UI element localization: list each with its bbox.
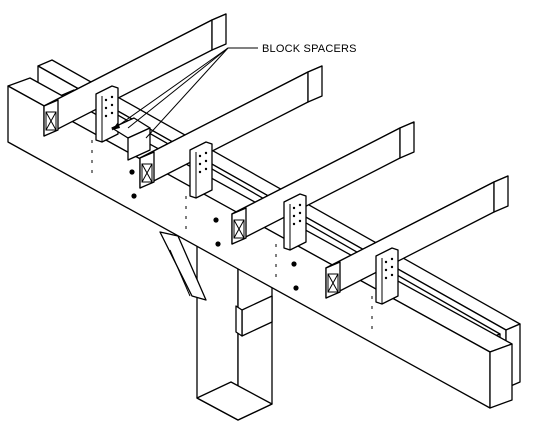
callout-label: BLOCK SPACERS xyxy=(262,43,357,55)
knee-brace xyxy=(159,231,207,301)
joist-4 xyxy=(325,175,509,299)
block-spacer-4 xyxy=(375,247,399,305)
inner-block xyxy=(111,117,151,161)
post-tenon xyxy=(235,295,273,337)
joist-2 xyxy=(139,65,323,189)
post xyxy=(196,239,273,421)
block-spacer-3 xyxy=(283,193,307,251)
block-spacer-2 xyxy=(189,141,213,199)
joist-3 xyxy=(231,121,415,245)
callout-leaders xyxy=(111,47,258,139)
block-spacer-1 xyxy=(95,85,119,143)
joist-1 xyxy=(43,13,227,137)
